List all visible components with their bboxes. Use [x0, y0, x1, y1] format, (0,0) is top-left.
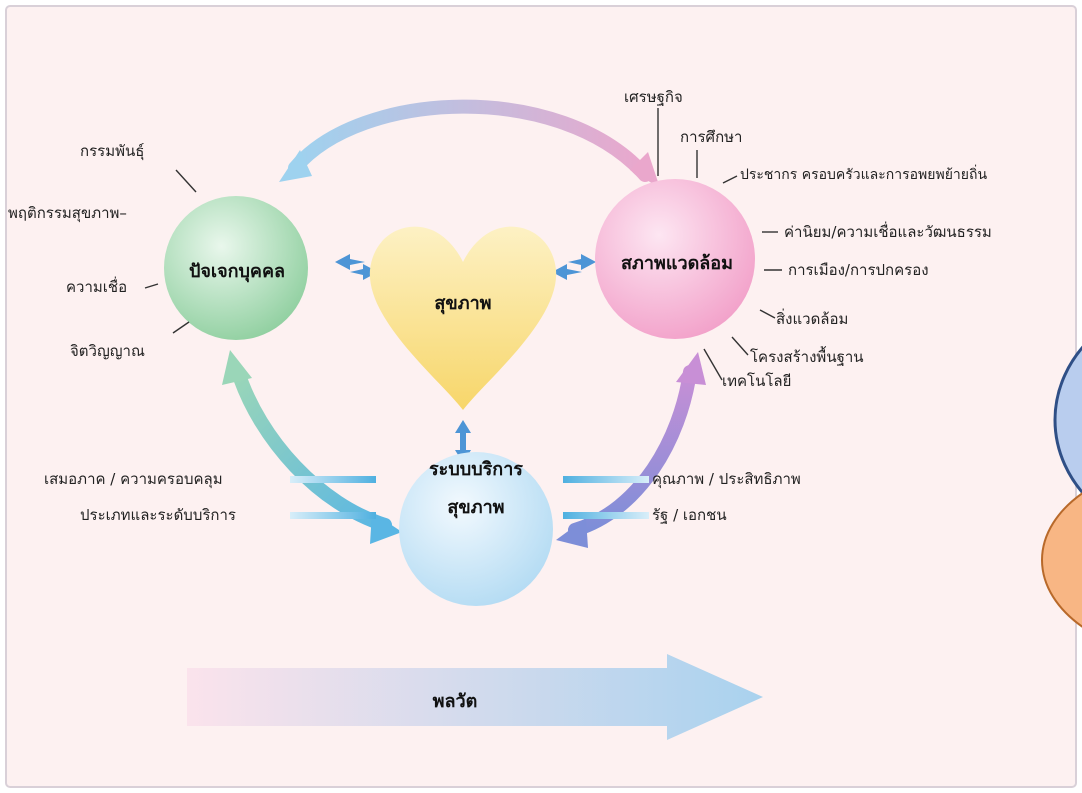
service-right-quality: คุณภาพ / ประสิทธิภาพ [652, 470, 801, 488]
health-heart [369, 226, 557, 410]
factor-population: ประชากร ครอบครัวและการอพยพย้ายถิ่น [740, 167, 988, 183]
factor-environment: สิ่งแวดล้อม [776, 310, 849, 328]
arc-arrow-top [288, 99, 652, 182]
arrowhead-left-down [370, 512, 402, 544]
arrowhead-right-up [676, 352, 706, 385]
dynamics-label: พลวัต [432, 691, 478, 712]
arrowhead-top-left [279, 150, 312, 182]
bar-left-1 [290, 476, 376, 483]
double-arrow-health-service [455, 420, 471, 463]
arrowhead-top-right [630, 152, 660, 188]
bar-left-2 [290, 512, 376, 519]
bar-right-2 [563, 512, 649, 519]
service-left-equity: เสมอภาค / ความครอบคลุม [44, 470, 223, 488]
factor-genetics: กรรมพันธุ์ [80, 142, 145, 160]
factor-politics: การเมือง/การปกครอง [788, 261, 929, 279]
factor-belief: ความเชื่อ [66, 278, 128, 296]
node-service-line2: สุขภาพ [447, 497, 505, 518]
node-individual: ปัจเจกบุคคล [188, 261, 286, 282]
node-health: สุขภาพ [434, 293, 492, 314]
factor-health-behavior: พฤติกรรมสุขภาพ– [8, 204, 127, 222]
node-environment: สภาพแวดล้อม [621, 253, 733, 274]
factor-values-culture: ค่านิยม/ความเชื่อและวัฒนธรรม [784, 223, 992, 241]
factor-technology: เทคโนโลยี [722, 372, 792, 390]
factor-infrastructure: โครงสร้างพื้นฐาน [750, 348, 864, 366]
factor-education: การศึกษา [680, 128, 743, 146]
double-arrow-individual-health [335, 254, 378, 280]
environment-connectors [657, 108, 782, 381]
service-circle [399, 452, 553, 606]
service-left-type-level: ประเภทและระดับบริการ [80, 506, 236, 524]
overlay-orange-ellipse [1041, 492, 1082, 628]
dynamics-arrow [187, 654, 763, 740]
arc-arrow-right [568, 365, 697, 537]
service-right-public-private: รัฐ / เอกชน [652, 506, 727, 524]
arrowhead-left-up [222, 350, 252, 385]
overlay-blue-circle [1053, 345, 1082, 495]
node-service-line1: ระบบบริการ [429, 459, 523, 480]
environment-circle [595, 179, 755, 339]
individual-connectors [144, 169, 197, 334]
factor-economy: เศรษฐกิจ [624, 88, 683, 106]
double-arrow-health-environment [552, 254, 596, 280]
arrowhead-right-down [556, 518, 588, 548]
bar-right-1 [563, 476, 649, 483]
factor-spirituality: จิตวิญญาณ [70, 342, 145, 360]
individual-circle [164, 196, 308, 340]
